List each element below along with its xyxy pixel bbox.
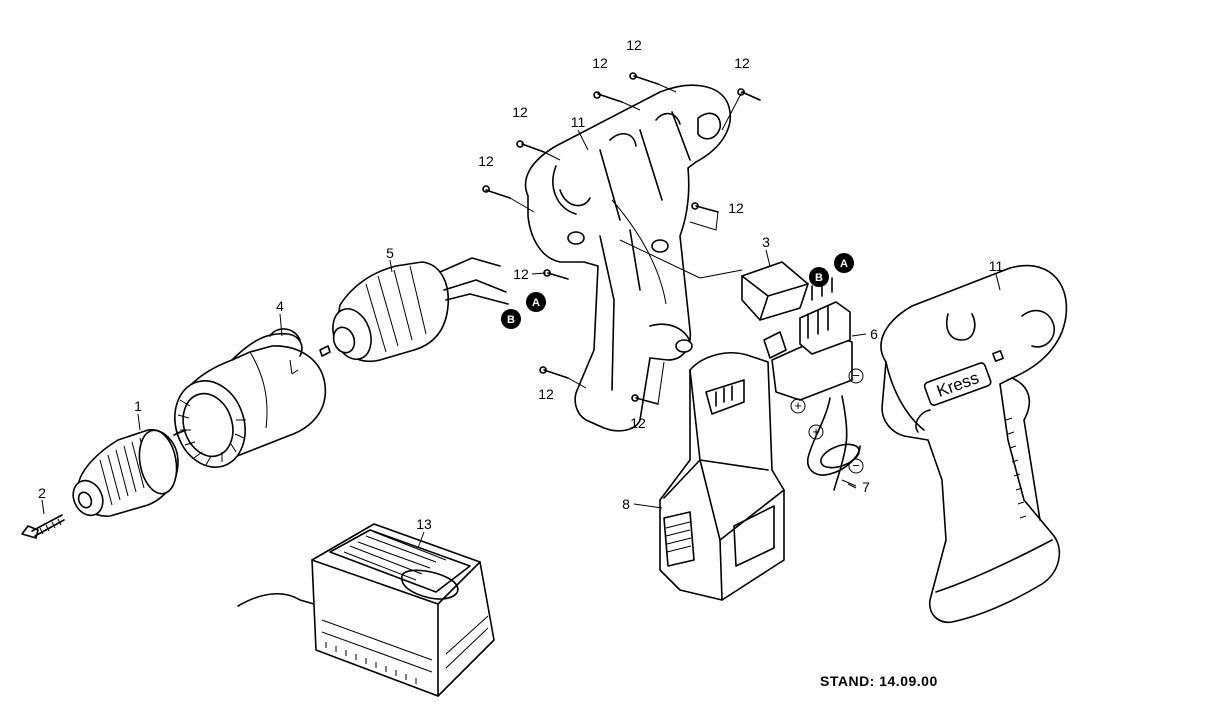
label-12: 12 (626, 37, 642, 53)
contact-block-part-3 (619, 239, 809, 321)
label-12: 12 (734, 55, 750, 71)
gearbox-part-4 (173, 328, 327, 468)
label-5: 5 (386, 245, 394, 261)
battery-pack-part-8 (659, 352, 785, 601)
label-11: 11 (571, 114, 586, 130)
label-12: 12 (478, 153, 494, 169)
marker-b-circle (501, 309, 521, 329)
label-12: 12 (512, 104, 528, 120)
label-2: 2 (38, 485, 46, 501)
label-12: 12 (630, 415, 646, 431)
wires-part-7 (806, 395, 861, 491)
marker-a-switch: A (840, 258, 848, 270)
label-12: 12 (728, 200, 744, 216)
label-12: 12 (538, 386, 554, 402)
housing-left-part-11 (524, 84, 731, 432)
plus-sign: + (812, 424, 820, 439)
label-1: 1 (134, 398, 142, 414)
screw-part-2 (21, 514, 65, 539)
marker-a-circle (834, 253, 854, 273)
label-leader-lines (41, 129, 1001, 549)
connection-markers: A B A B (501, 253, 854, 329)
chuck-part-1 (72, 429, 179, 517)
label-12: 12 (592, 55, 608, 71)
label-12: 12 (513, 266, 529, 282)
marker-b-motor: B (507, 314, 515, 326)
polarity-symbols: − + + − (790, 368, 864, 474)
label-7: 7 (862, 479, 870, 495)
marker-a-circle (526, 292, 546, 312)
housing-right-part-11: Kress (880, 264, 1068, 624)
marker-b-circle (809, 267, 829, 287)
switch-part-6 (763, 277, 853, 401)
motor-part-5 (319, 257, 509, 363)
screws-part-12 (482, 72, 761, 405)
plus-sign: + (794, 398, 802, 413)
minus-sign: − (852, 368, 860, 383)
label-4: 4 (276, 298, 284, 314)
minus-sign: − (852, 458, 860, 473)
marker-b-switch: B (815, 272, 823, 284)
label-11: 11 (989, 258, 1004, 274)
charger-part-13 (237, 523, 495, 697)
label-8: 8 (622, 496, 630, 512)
label-13: 13 (416, 516, 432, 532)
label-6: 6 (870, 326, 878, 342)
label-3: 3 (762, 234, 770, 250)
part-number-labels: 1 2 3 4 5 6 7 8 11 11 13 12 12 12 12 12 … (38, 37, 1003, 532)
revision-date-text: STAND: 14.09.00 (820, 673, 938, 689)
marker-a-motor: A (532, 297, 540, 309)
